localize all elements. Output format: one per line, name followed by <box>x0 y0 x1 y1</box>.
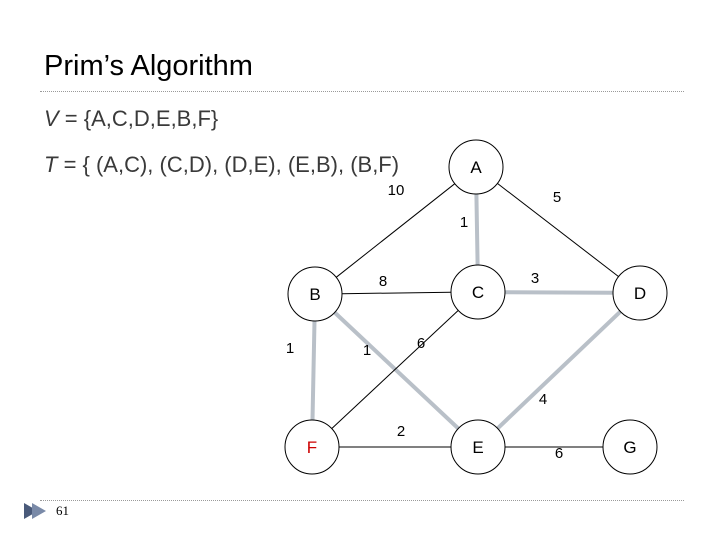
edge-A-B <box>335 183 456 278</box>
node-label-E: E <box>472 438 483 457</box>
weight-B-F: 1 <box>286 340 294 357</box>
node-label-C: C <box>472 283 484 302</box>
node-A <box>448 139 504 195</box>
v-variable: V <box>44 106 59 131</box>
weight-D-E: 4 <box>539 391 547 408</box>
weight-A-B: 10 <box>388 182 405 199</box>
vertex-set: = {A,C,D,E,B,F} <box>58 106 219 131</box>
page-number: 61 <box>56 503 69 518</box>
tree-edges-layer <box>310 192 623 431</box>
tree-edge-set: = { (A,C), (C,D), (D,E), (E,B), (B,F) <box>57 152 400 177</box>
tree-edge-line: T = { (A,C), (C,D), (D,E), (E,B), (B,F) <box>44 152 399 178</box>
edge-D-E-tree <box>495 309 623 431</box>
node-B <box>287 266 343 322</box>
node-E <box>450 419 506 475</box>
edge-C-F <box>331 310 459 429</box>
weight-B-E: 1 <box>363 342 371 359</box>
node-G <box>602 419 658 475</box>
nodes-layer: A B C D E F G <box>284 139 668 475</box>
vertex-set-line: V = {A,C,D,E,B,F} <box>44 106 218 132</box>
edge-B-C <box>341 291 452 295</box>
weight-F-E: 2 <box>397 423 405 440</box>
node-label-F: F <box>307 438 317 457</box>
bullet-arrow-icon <box>24 503 46 519</box>
weight-A-C: 1 <box>460 214 468 231</box>
other-edges-layer <box>331 183 619 448</box>
weight-E-G: 6 <box>555 445 563 462</box>
edge-A-C-tree <box>474 192 480 267</box>
node-D <box>612 265 668 321</box>
weight-B-C: 8 <box>379 273 387 290</box>
node-label-G: G <box>623 438 636 457</box>
node-C <box>450 264 506 320</box>
weight-C-F: 6 <box>417 335 425 352</box>
weight-A-D: 5 <box>553 189 561 206</box>
node-F <box>284 419 340 475</box>
title-divider <box>40 91 684 92</box>
edge-C-D-tree <box>503 290 615 295</box>
t-variable: T <box>44 152 58 177</box>
weight-C-D: 3 <box>531 270 539 287</box>
edge-weights-layer: 10 1 5 8 3 1 1 6 4 2 6 <box>286 182 563 462</box>
node-label-B: B <box>309 285 320 304</box>
slide-title: Prim’s Algorithm <box>44 50 253 82</box>
node-label-A: A <box>470 158 482 177</box>
edge-B-F-tree <box>310 319 317 422</box>
edge-A-D <box>497 183 619 277</box>
edge-B-E-tree <box>332 310 461 431</box>
footer-divider <box>40 500 684 501</box>
node-label-D: D <box>634 284 646 303</box>
